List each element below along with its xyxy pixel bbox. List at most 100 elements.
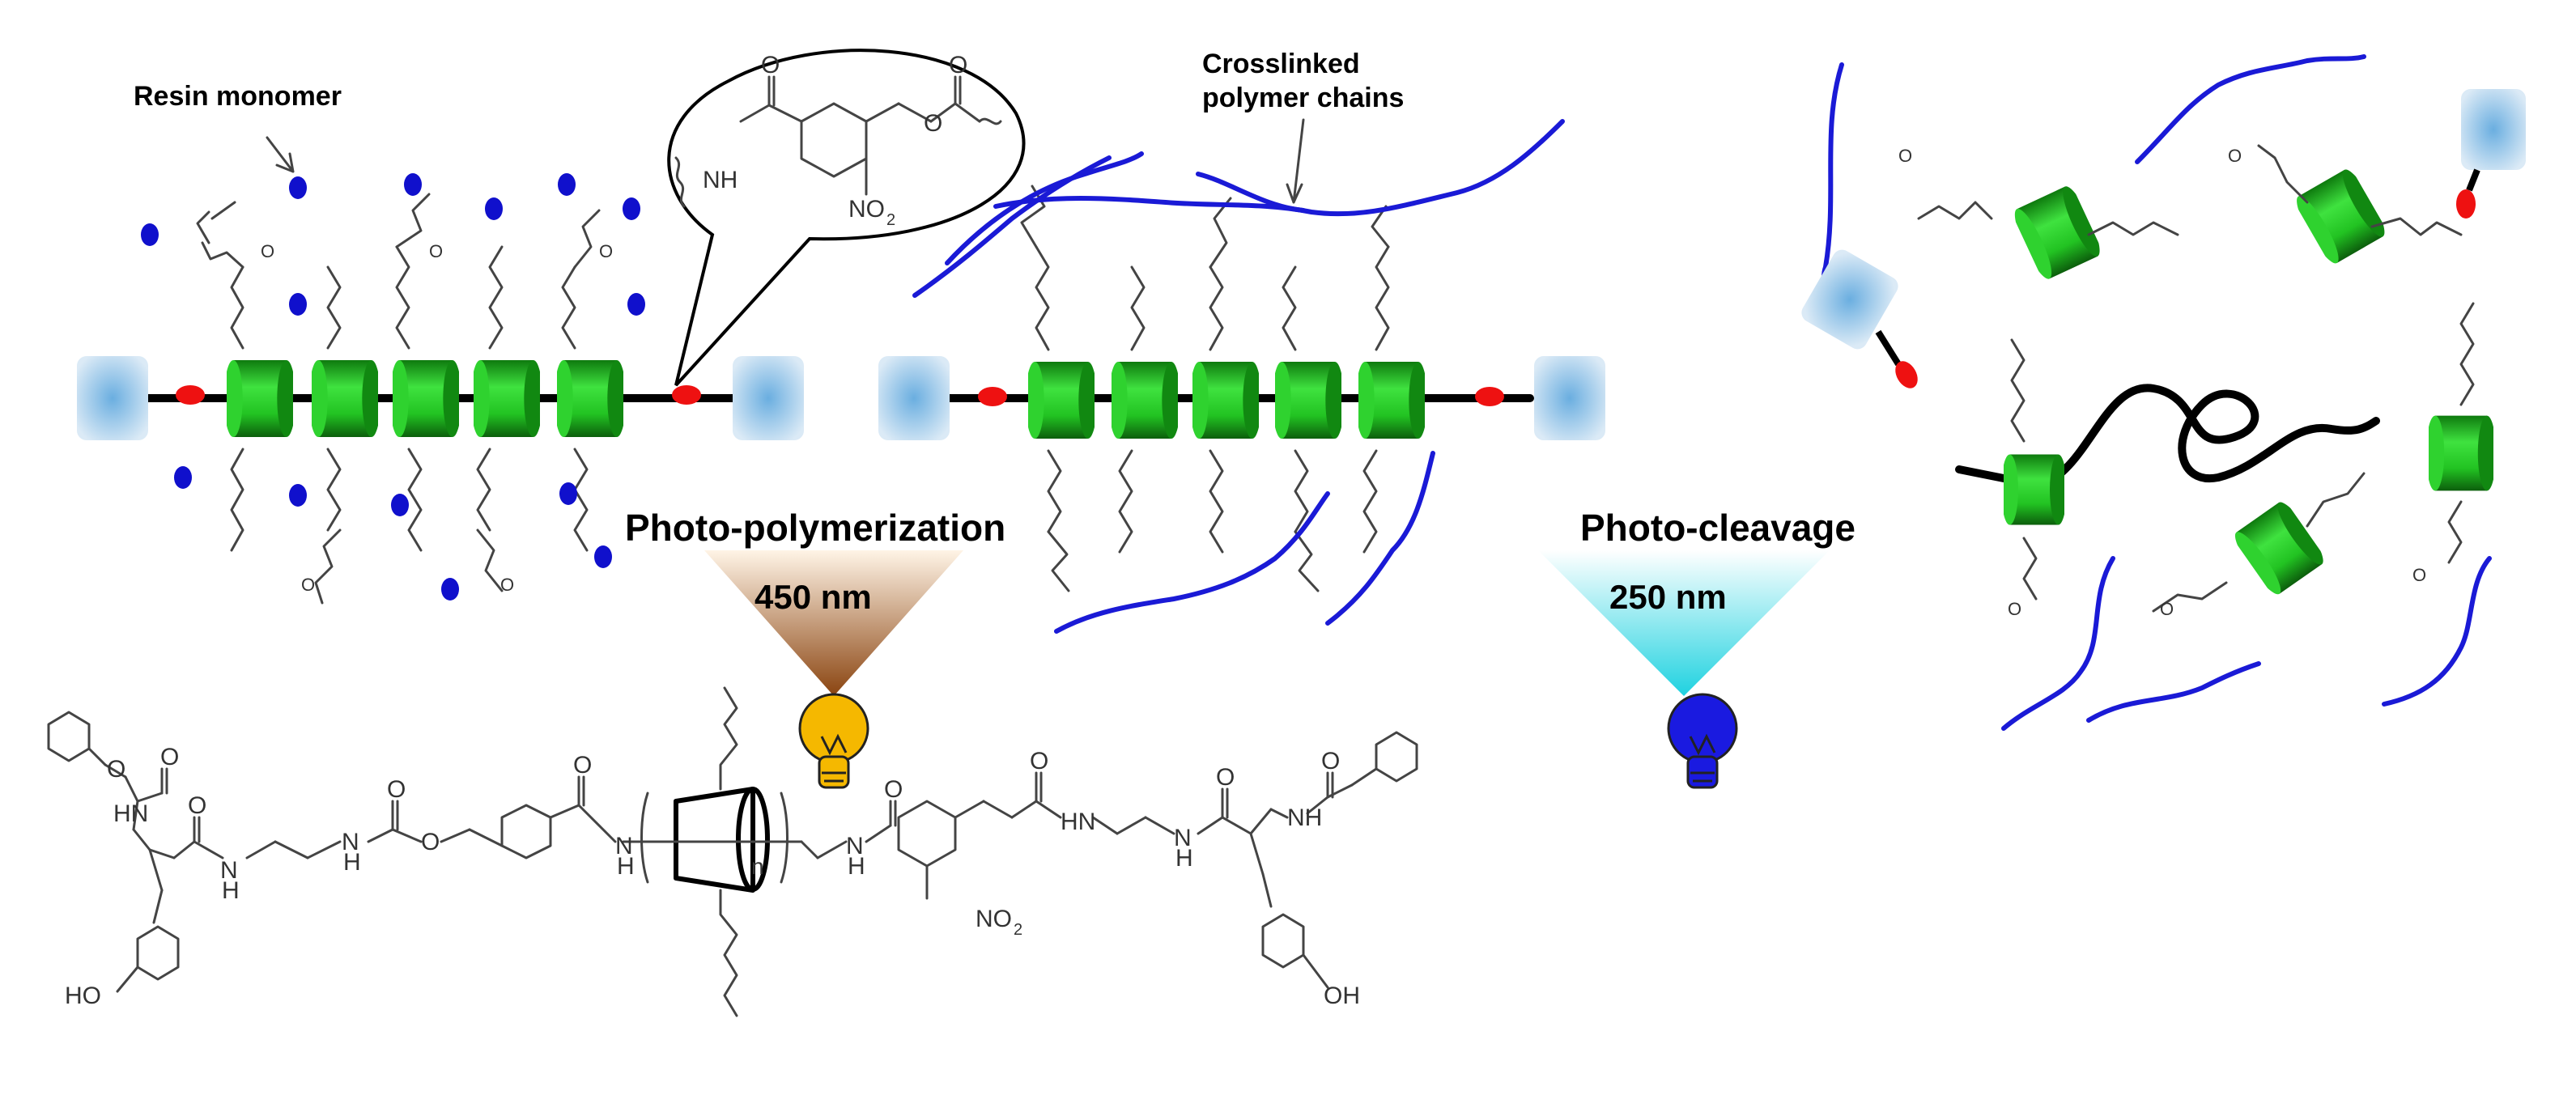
cyclodextrin-ring-icon	[474, 359, 540, 438]
resin-monomer-label: Resin monomer	[134, 81, 342, 112]
wavelength-polymerization: 450 nm	[755, 578, 872, 616]
svg-text:N: N	[615, 833, 633, 859]
crosslinked-arrow	[1286, 118, 1305, 204]
polymer-chains	[912, 119, 1565, 634]
svg-text:O: O	[2228, 146, 2242, 166]
svg-text:O: O	[924, 110, 942, 137]
svg-text:O: O	[1030, 748, 1048, 775]
svg-text:NH: NH	[1287, 804, 1322, 831]
svg-text:O: O	[1321, 748, 1340, 775]
callout-bubble	[667, 49, 1026, 387]
crosslinked-label-line1: Crosslinked	[1202, 49, 1360, 79]
svg-text:O: O	[301, 575, 315, 595]
svg-text:O: O	[573, 752, 592, 779]
svg-text:N: N	[846, 833, 864, 859]
cleavable-linker	[672, 385, 701, 405]
svg-text:NO: NO	[976, 906, 1012, 932]
linker-callout: NH O O O NO 2	[667, 49, 1026, 387]
svg-text:N: N	[220, 857, 238, 884]
svg-text:O: O	[949, 52, 967, 79]
middle-crosslinked: Crosslinked polymer chains	[878, 49, 1605, 634]
cleavable-linker	[978, 387, 1007, 406]
cyclodextrin-ring-icon	[1112, 361, 1178, 439]
polyrotaxane-structure: O O HN O N H N H O O O N H n N H O O HN …	[47, 686, 1418, 1017]
lightbulb-icon	[798, 693, 869, 789]
svg-text:NO: NO	[848, 196, 885, 223]
stopper-icon	[1534, 356, 1605, 440]
free-axle	[2036, 384, 2380, 490]
svg-text:NH: NH	[703, 167, 738, 193]
svg-text:O: O	[188, 792, 206, 819]
svg-text:O: O	[2160, 599, 2174, 619]
cleavable-linker	[1475, 387, 1504, 406]
wavelength-cleavage: 250 nm	[1609, 578, 1727, 616]
svg-text:O: O	[2008, 599, 2021, 619]
stopper-icon	[2456, 89, 2526, 219]
photo-cleavage-label: Photo-cleavage	[1580, 507, 1855, 549]
svg-text:H: H	[343, 849, 361, 876]
cyclodextrin-ring-icon	[393, 359, 459, 438]
photo-polymerization-label: Photo-polymerization	[625, 507, 1005, 549]
linker-structure	[674, 75, 1002, 208]
svg-text:O: O	[500, 575, 514, 595]
cyclodextrin-ring-icon	[1028, 361, 1095, 439]
svg-text:O: O	[884, 776, 903, 803]
svg-text:N: N	[342, 829, 359, 855]
cyclodextrin-ring-icon	[2004, 454, 2064, 525]
svg-text:O: O	[761, 52, 780, 79]
structure-atoms: O O HN O N H N H O O O N H n N H O O HN …	[65, 744, 1360, 1009]
svg-text:n: n	[751, 854, 764, 879]
photo-cleavage-panel: Photo-cleavage 250 nm	[1538, 507, 1855, 789]
cyclodextrin-ring-icon	[227, 359, 293, 438]
svg-text:O: O	[2412, 565, 2426, 585]
linker-atoms: NH O O O NO 2	[703, 52, 967, 229]
svg-text:N: N	[1174, 825, 1192, 851]
stopper-icon	[1801, 249, 1918, 388]
resin-monomer-arrow	[266, 136, 295, 173]
cyclodextrin-ring-icon	[1275, 361, 1341, 439]
svg-text:HN: HN	[113, 800, 148, 827]
svg-text:H: H	[1175, 845, 1193, 872]
cyclodextrin-ring-icon	[1358, 361, 1425, 439]
side-chains	[1917, 144, 2475, 613]
svg-text:HN: HN	[1061, 809, 1095, 835]
svg-text:HO: HO	[65, 983, 101, 1009]
cyclodextrin-ring-icon	[2429, 415, 2493, 491]
cyclodextrin-ring-icon	[2290, 165, 2391, 268]
stopper-icon	[733, 356, 804, 440]
svg-text:O: O	[1898, 146, 1912, 166]
svg-text:2: 2	[1014, 921, 1022, 939]
fragment-esters: O O O O O	[1898, 146, 2426, 619]
light-cone-cyan	[1538, 550, 1830, 696]
side-chains	[1020, 185, 1390, 592]
svg-text:H: H	[617, 853, 635, 880]
monomer-esters: O O O O O	[261, 241, 613, 595]
svg-text:O: O	[387, 776, 406, 803]
svg-text:2: 2	[886, 211, 895, 229]
cyclodextrin-ring-icon	[2229, 497, 2330, 600]
svg-text:O: O	[261, 241, 274, 261]
left-polyrotaxane: O O O O O Resin monomer	[77, 81, 804, 605]
svg-text:O: O	[421, 829, 440, 855]
svg-text:O: O	[107, 756, 125, 783]
resin-monomers	[141, 173, 645, 601]
light-cone-brown	[704, 550, 963, 696]
svg-text:O: O	[429, 241, 443, 261]
lightbulb-icon	[1667, 693, 1738, 789]
svg-text:O: O	[599, 241, 613, 261]
right-degraded: O O O O O	[1801, 54, 2526, 731]
side-chains	[196, 193, 601, 605]
svg-text:H: H	[848, 853, 865, 880]
svg-text:O: O	[160, 744, 179, 770]
cyclodextrin-ring-icon	[557, 359, 623, 438]
cyclodextrin-ring-icon	[1192, 361, 1259, 439]
cleavable-linker	[176, 385, 205, 405]
svg-text:O: O	[1216, 764, 1235, 791]
photo-polymerization-panel: Photo-polymerization 450 nm	[625, 507, 1005, 789]
stopper-icon	[878, 356, 950, 440]
crosslinked-label-line2: polymer chains	[1202, 83, 1404, 113]
structure-bonds	[47, 686, 1418, 1017]
svg-text:OH: OH	[1324, 983, 1360, 1009]
cyclodextrin-ring-icon	[312, 359, 378, 438]
